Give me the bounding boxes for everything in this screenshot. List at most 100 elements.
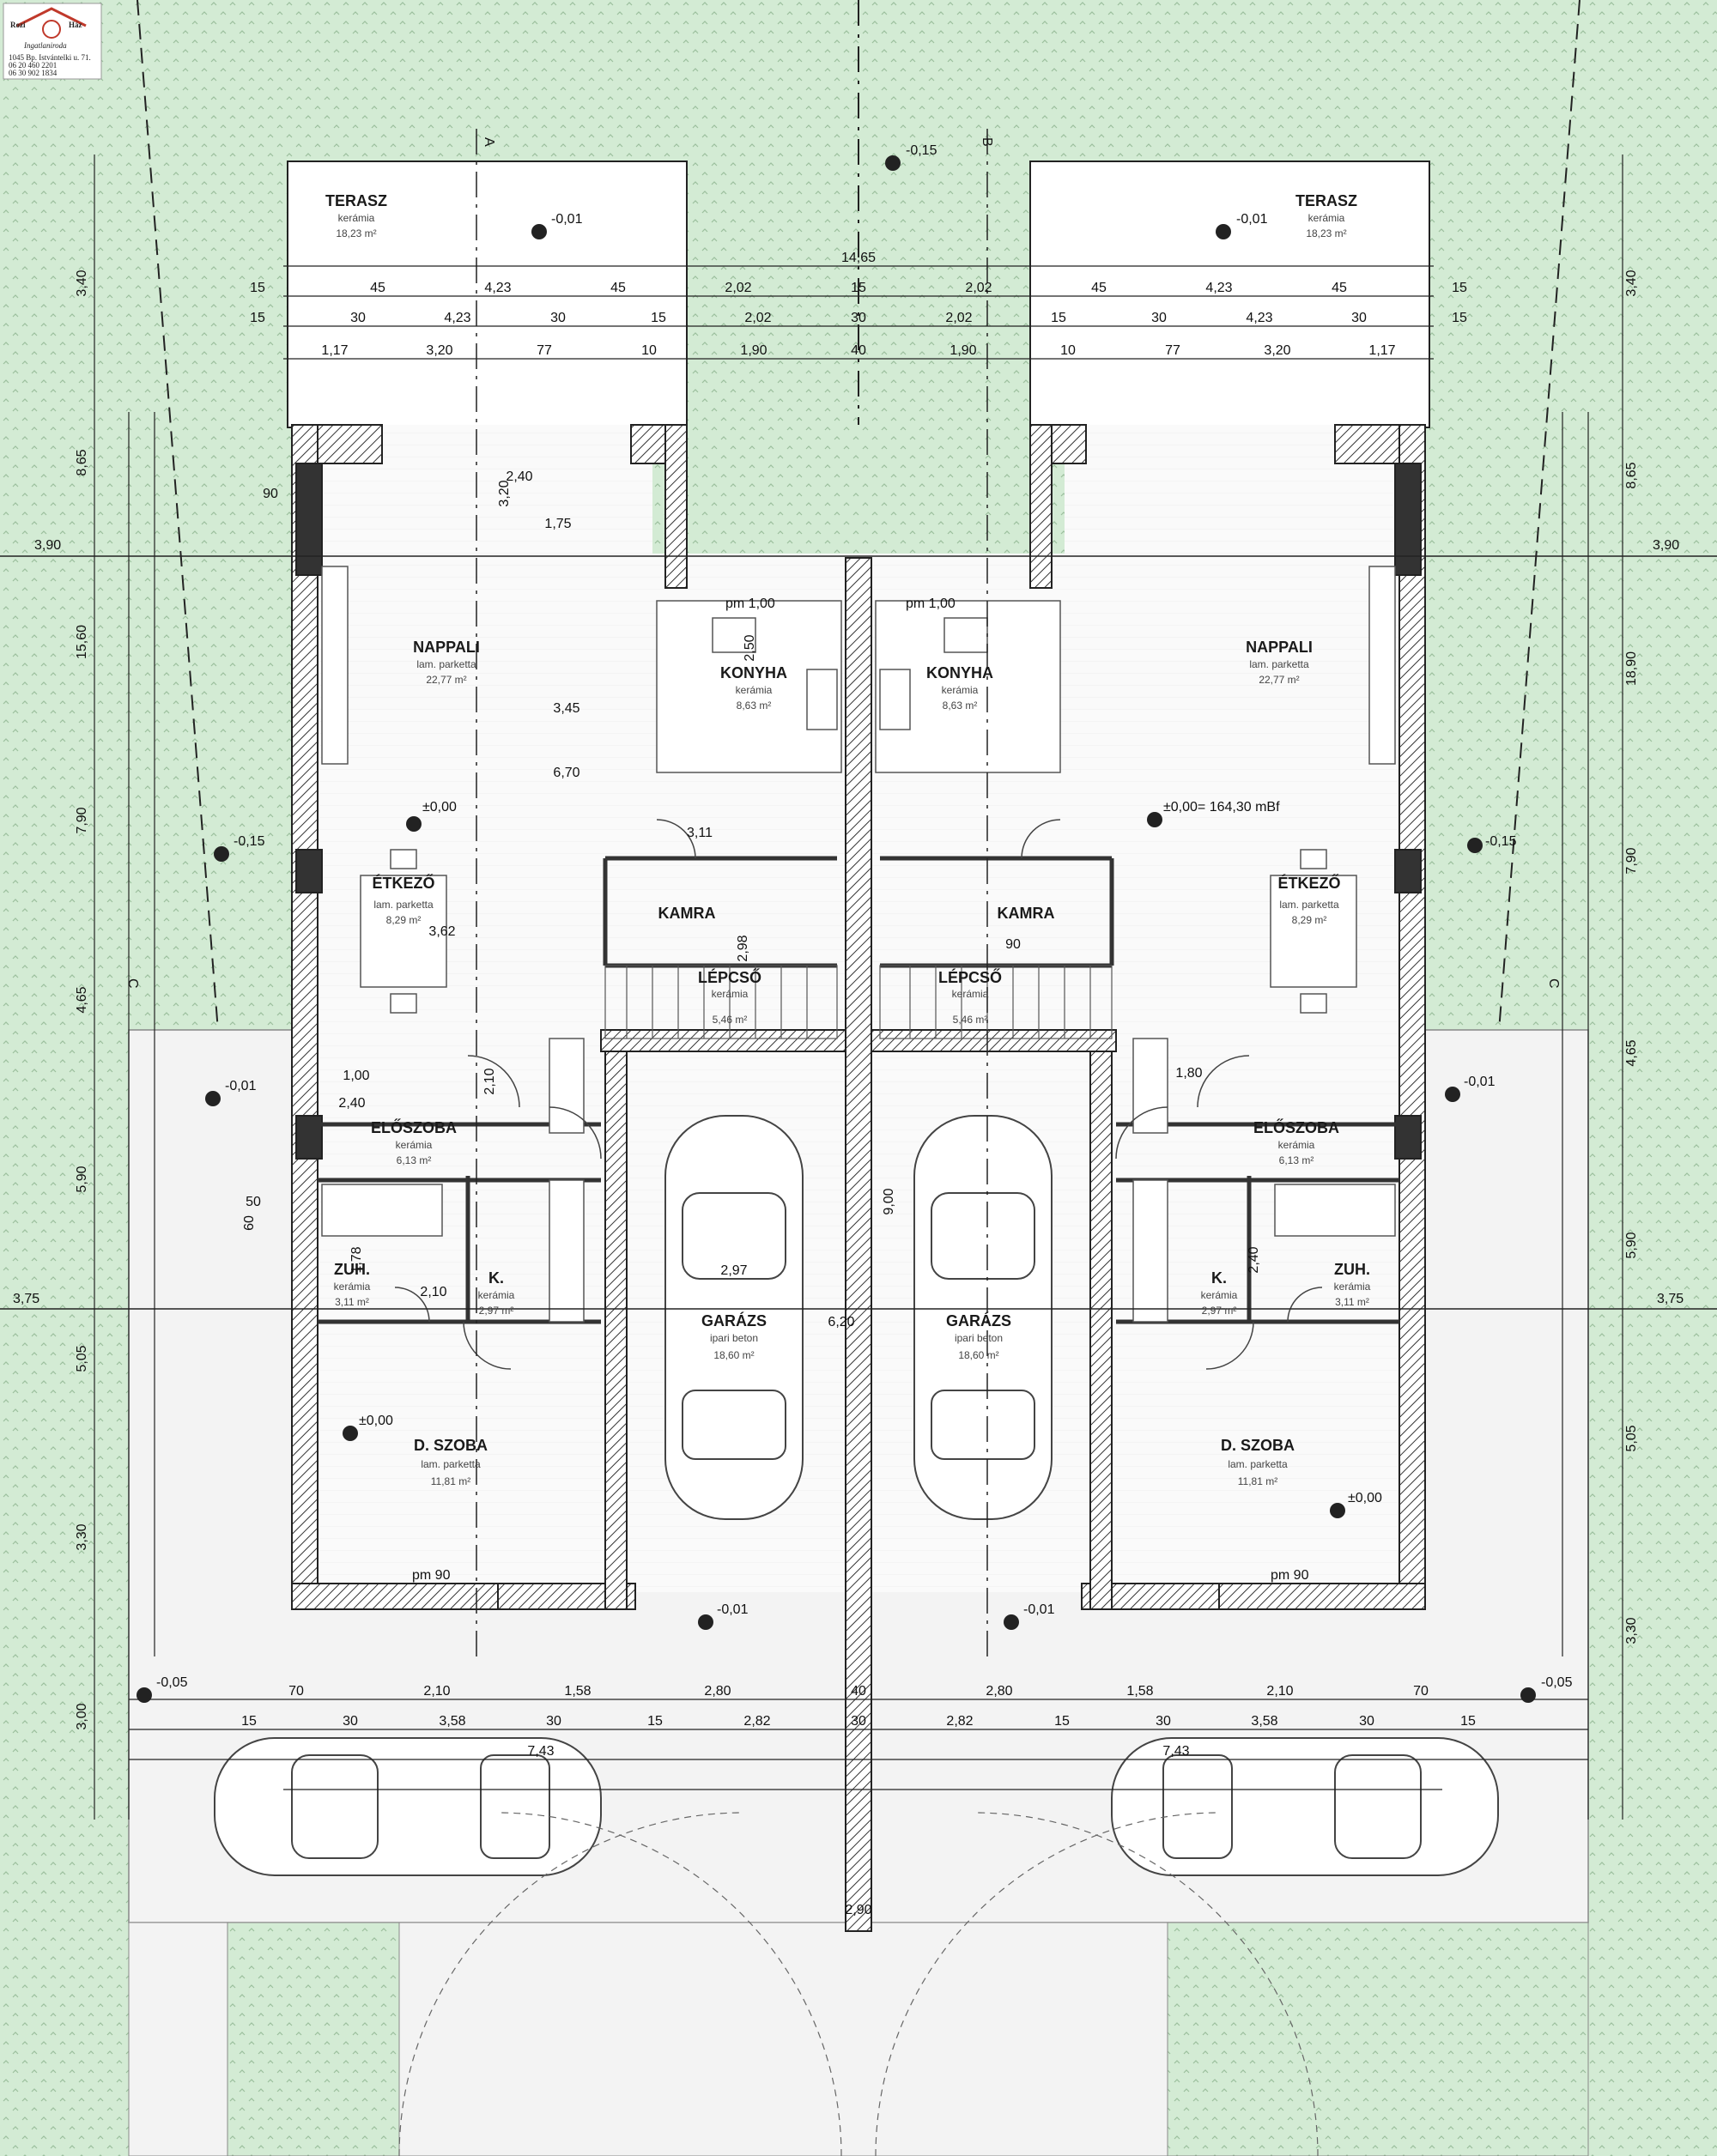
dim-row3-6: 1,90 [950,343,976,358]
dim-front2-5: 2,82 [743,1714,770,1729]
room-k-right: K. [1211,1269,1227,1287]
room-zuh-right-mat: kerámia [1334,1281,1371,1293]
room-zuh-right-area: 3,11 m² [1335,1296,1369,1308]
dim-row3-8: 77 [1165,343,1180,358]
room-k-left: K. [488,1269,504,1287]
room-zuh-left-mat: kerámia [334,1281,371,1293]
dim-side-right-5: 5,90 [1624,1232,1639,1258]
room-garazs-left: GARÁZS [701,1311,767,1329]
room-garazs-left-mat: ipari beton [710,1332,758,1344]
room-etkezo-left: ÉTKEZŐ [372,874,434,892]
driveway-cars [214,1737,1499,1876]
dim-front2-1: 30 [343,1714,358,1729]
dim-total-width-row: 14,65 [841,251,876,265]
room-dszoba-left-mat: lam. parketta [421,1458,481,1470]
dim-front2-7: 2,82 [946,1714,973,1729]
dim-interior-4: 1,75 [544,517,571,531]
dim-front1-7: 2,10 [1266,1684,1293,1699]
level-terrace-right: -0,01 [1236,212,1268,227]
room-lepcso-left-area: 5,46 m² [713,1014,748,1026]
room-k-right-mat: kerámia [1201,1289,1238,1301]
level-terrace-left: -0,01 [551,212,583,227]
dim-interior-18: 90 [263,487,278,501]
kitchen-counters [656,600,1061,773]
level-top: -0,15 [906,143,937,158]
party-wall [845,557,872,1932]
room-nappali-left-area: 22,77 m² [426,674,466,686]
dim-front1-2: 1,58 [564,1684,591,1699]
level-entry-right: -0,01 [1464,1075,1496,1089]
room-zuh-left-area: 3,11 m² [335,1296,369,1308]
dim-interior-21: 90 [1005,937,1021,952]
axis-right-label-2: 3,75 [1657,1292,1684,1306]
room-kamra-right: KAMRA [998,905,1055,922]
room-garazs-left-area: 18,60 m² [713,1349,754,1361]
level-markers [137,155,1536,1703]
dim-front2-0: 15 [241,1714,257,1729]
dim-row3-5: 40 [851,343,866,358]
dim-row2-11: 30 [1351,311,1367,325]
room-terasz-right: TERASZ [1295,192,1357,209]
dim-interior-13: 2,40 [338,1096,365,1111]
level-street-right: -0,05 [1541,1675,1573,1690]
dim-row2-6: 30 [851,311,866,325]
room-eloszoba-right-area: 6,13 m² [1279,1154,1314,1166]
dim-row1-10: 15 [1452,281,1467,295]
dim-row2-1: 30 [350,311,366,325]
room-dszoba-left: D. SZOBA [414,1437,488,1454]
dim-side-right-1: 8,65 [1624,462,1639,488]
dim-side-left-0: 3,40 [75,270,89,296]
dim-row2-8: 15 [1051,311,1066,325]
dimension-lines [94,154,1623,1820]
dim-row2-0: 15 [250,311,265,325]
dim-interior: 6,703,112,503,451,753,202,403,622,982,97… [242,469,1261,1917]
company-logo: Rozi Ház Ingatlaniroda 1045 Bp. Istvánte… [3,3,102,80]
dim-row3-7: 10 [1060,343,1076,358]
room-dszoba-left-area: 11,81 m² [431,1475,470,1487]
room-terasz-right-area: 18,23 m² [1306,227,1346,239]
axis-mark-c-left: C [125,978,140,989]
room-nappali-left-mat: lam. parketta [416,658,476,670]
dim-row2-10: 4,23 [1246,311,1272,325]
dim-row3-1: 3,20 [426,343,452,358]
dim-interior-0: 6,70 [553,766,579,780]
level-room-left: ±0,00 [359,1414,393,1428]
dim-row1-5: 15 [851,281,866,295]
gate-arcs [398,1812,1319,2156]
dim-front2-9: 30 [1156,1714,1171,1729]
dim-row2-5: 2,02 [744,311,771,325]
dim-interior-10: 6,20 [828,1315,854,1329]
dim-side-right-7: 3,30 [1624,1617,1639,1644]
dim-row1-9: 45 [1332,281,1347,295]
dim-side-left-6: 5,05 [75,1345,89,1372]
room-lepcso-left: LÉPCSŐ [698,968,761,986]
furniture [321,566,1396,1323]
room-eloszoba-left-mat: kerámia [396,1139,433,1151]
level-side-left: -0,15 [234,834,265,849]
dim-row2-9: 30 [1151,311,1167,325]
room-dszoba-right: D. SZOBA [1221,1437,1295,1454]
room-etkezo-left-mat: lam. parketta [373,899,434,911]
dim-row1-1: 45 [370,281,385,295]
dim-interior-7: 3,62 [428,924,455,939]
room-konyha-left: KONYHA [720,664,787,681]
dim-row2-3: 30 [550,311,566,325]
dim-row1-4: 2,02 [725,281,751,295]
logo-line1: Rozi [10,21,26,29]
logo-line3: Ingatlaniroda [23,41,67,50]
room-terasz-left-area: 18,23 m² [336,227,376,239]
dim-row3-2: 77 [537,343,552,358]
room-lepcso-right-area: 5,46 m² [953,1014,988,1026]
dim-interior-11: 2,10 [482,1068,497,1094]
kitchen-window-left: pm 1,00 [725,597,775,611]
room-terasz-right-mat: kerámia [1308,212,1345,224]
dim-interior-23: 9,00 [882,1188,896,1214]
dim-row1-0: 15 [250,281,265,295]
dim-front1-8: 70 [1413,1684,1429,1699]
room-nappali-right-mat: lam. parketta [1249,658,1309,670]
